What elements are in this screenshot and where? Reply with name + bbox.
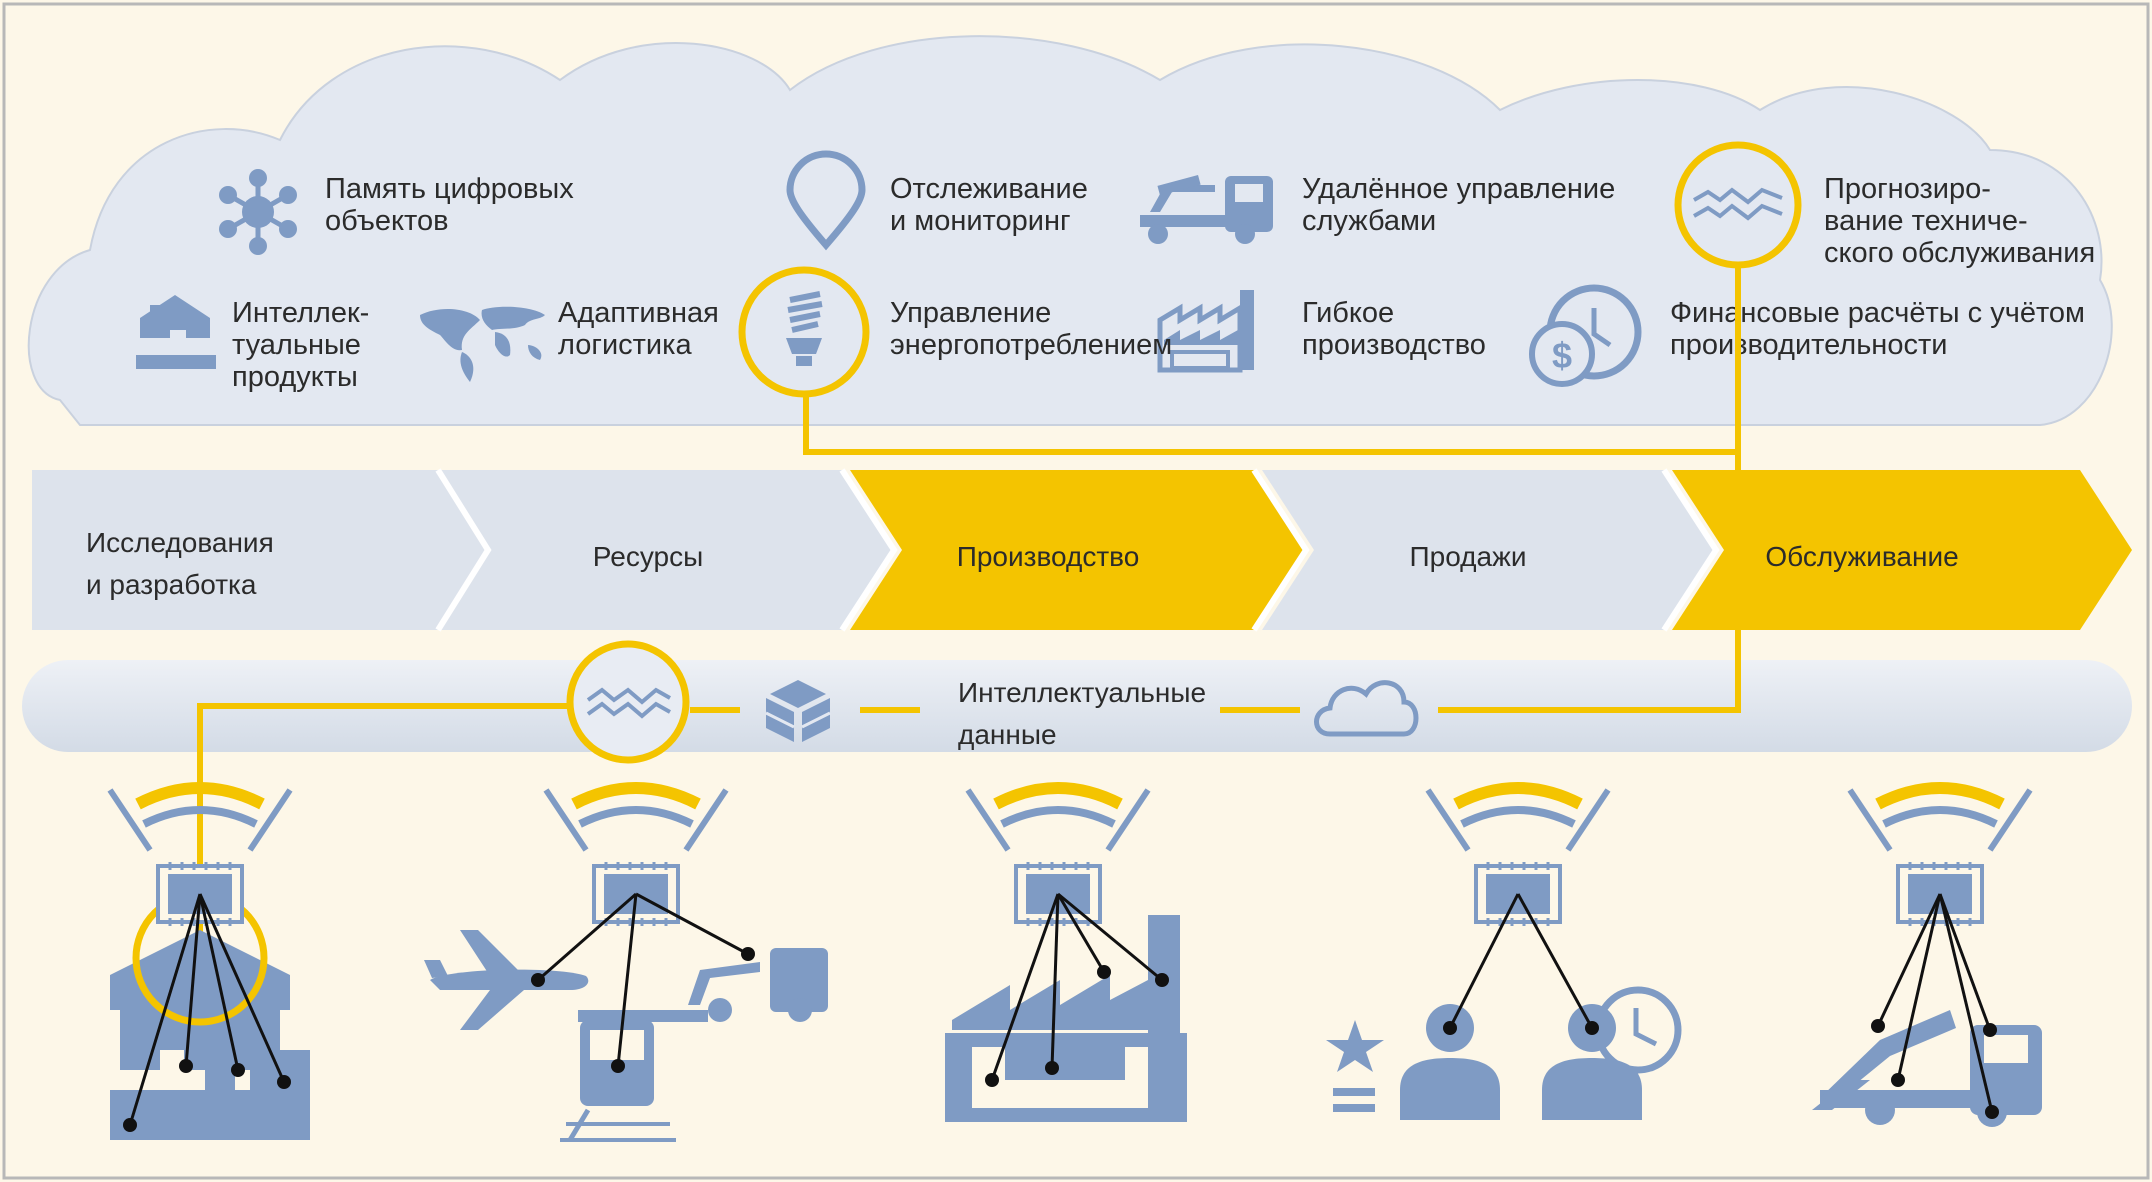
- sensor-node: [1983, 1023, 1997, 1037]
- dollar-clock-icon: $: [1529, 284, 1642, 387]
- sensor-link: [1896, 893, 1942, 1081]
- chevron-label-service: Обслуживание: [1765, 541, 1958, 572]
- cube-icon: [765, 680, 831, 742]
- signal-arc-blue-3: [1460, 806, 1576, 828]
- smart-data-bar: [22, 660, 2132, 752]
- sensor-node: [531, 973, 545, 987]
- antenna-left-0: [107, 788, 153, 852]
- sensor-node: [611, 1059, 625, 1073]
- smart-house-icon: [110, 930, 310, 1140]
- wave-signal-icon: [1674, 141, 1802, 269]
- feature-label-predictive-maintenance: Прогнозиро-вание техниче-ского обслужива…: [1824, 173, 2095, 269]
- chevron-label-sales: Продажи: [1410, 541, 1527, 572]
- chevron-label-production: Производство: [957, 541, 1140, 572]
- sensor-link: [184, 893, 202, 1067]
- sensor-node: [1097, 965, 1111, 979]
- sensor-link: [1050, 893, 1060, 1069]
- chevron-label-resources: Ресурсы: [593, 541, 703, 572]
- light-bulb-icon: [738, 266, 870, 398]
- sensor-group: [107, 782, 2033, 1132]
- signal-arc-yellow-2: [993, 782, 1123, 810]
- sensor-link: [1876, 893, 1942, 1027]
- sensor-link: [128, 893, 202, 1126]
- sensor-link: [198, 893, 240, 1071]
- chevron-research: [32, 470, 488, 630]
- antenna-left-1: [543, 788, 589, 852]
- signal-arc-yellow-0: [135, 782, 265, 810]
- sensor-node: [277, 1075, 291, 1089]
- chevron-service: [1672, 470, 2132, 630]
- sensor-node: [1985, 1105, 1999, 1119]
- signal-arc-blue-1: [578, 806, 694, 828]
- antenna-left-2: [965, 788, 1011, 852]
- sensor-link: [990, 893, 1060, 1081]
- sensor-node: [231, 1063, 245, 1077]
- chevron-resources: [440, 470, 894, 630]
- sensor-link: [1938, 893, 1994, 1113]
- sensor-link: [1448, 893, 1520, 1029]
- antenna-right-3: [1565, 788, 1611, 852]
- signal-arc-yellow-3: [1453, 782, 1583, 810]
- signal-arc-blue-4: [1882, 806, 1998, 828]
- chevron-production: [850, 470, 1306, 630]
- sensor-link: [537, 892, 637, 982]
- sensor-node: [179, 1059, 193, 1073]
- antenna-right-1: [683, 788, 729, 852]
- sensor-link: [1056, 893, 1106, 973]
- tow-truck-icon: [1812, 1010, 2042, 1127]
- cloud-icon: [1314, 680, 1419, 737]
- wave-signal-icon: [566, 640, 690, 764]
- chevron-sales: [1262, 470, 1716, 630]
- sensor-node: [741, 947, 755, 961]
- sensor-link: [635, 892, 749, 956]
- antenna-right-4: [1987, 788, 2033, 852]
- world-map-icon: [420, 306, 545, 382]
- network-icon: [219, 169, 297, 255]
- cloud-shape: [27, 35, 2113, 426]
- factory-icon: [1157, 290, 1254, 373]
- signal-arc-blue-2: [1000, 806, 1116, 828]
- sensor-node: [123, 1118, 137, 1132]
- sensor-link: [1057, 892, 1163, 982]
- sensor-node: [1871, 1019, 1885, 1033]
- antenna-left-3: [1425, 788, 1471, 852]
- transport-icon: [424, 930, 828, 1142]
- antenna-right-0: [247, 788, 293, 852]
- signal-arc-yellow-1: [571, 782, 701, 810]
- house-icon: [136, 295, 216, 369]
- sensor-link: [1938, 893, 1992, 1031]
- sensor-link: [616, 893, 638, 1067]
- antenna-right-2: [1105, 788, 1151, 852]
- sensor-node: [985, 1073, 999, 1087]
- sensor-node: [1891, 1073, 1905, 1087]
- signal-arc-blue-0: [142, 806, 258, 828]
- signal-arc-yellow-4: [1875, 782, 2005, 810]
- factory-icon: [945, 915, 1187, 1122]
- tow-truck-icon: [1140, 174, 1273, 244]
- people-icon: [1326, 986, 1682, 1120]
- sensor-node: [1045, 1061, 1059, 1075]
- sensor-link: [1516, 893, 1594, 1029]
- sensor-link: [198, 893, 286, 1083]
- location-pin-icon: [786, 150, 866, 251]
- sensor-node: [1585, 1021, 1599, 1035]
- dollar-sign: $: [1552, 335, 1572, 376]
- sensor-node: [1443, 1021, 1457, 1035]
- antenna-left-4: [1847, 788, 1893, 852]
- sensor-node: [1155, 973, 1169, 987]
